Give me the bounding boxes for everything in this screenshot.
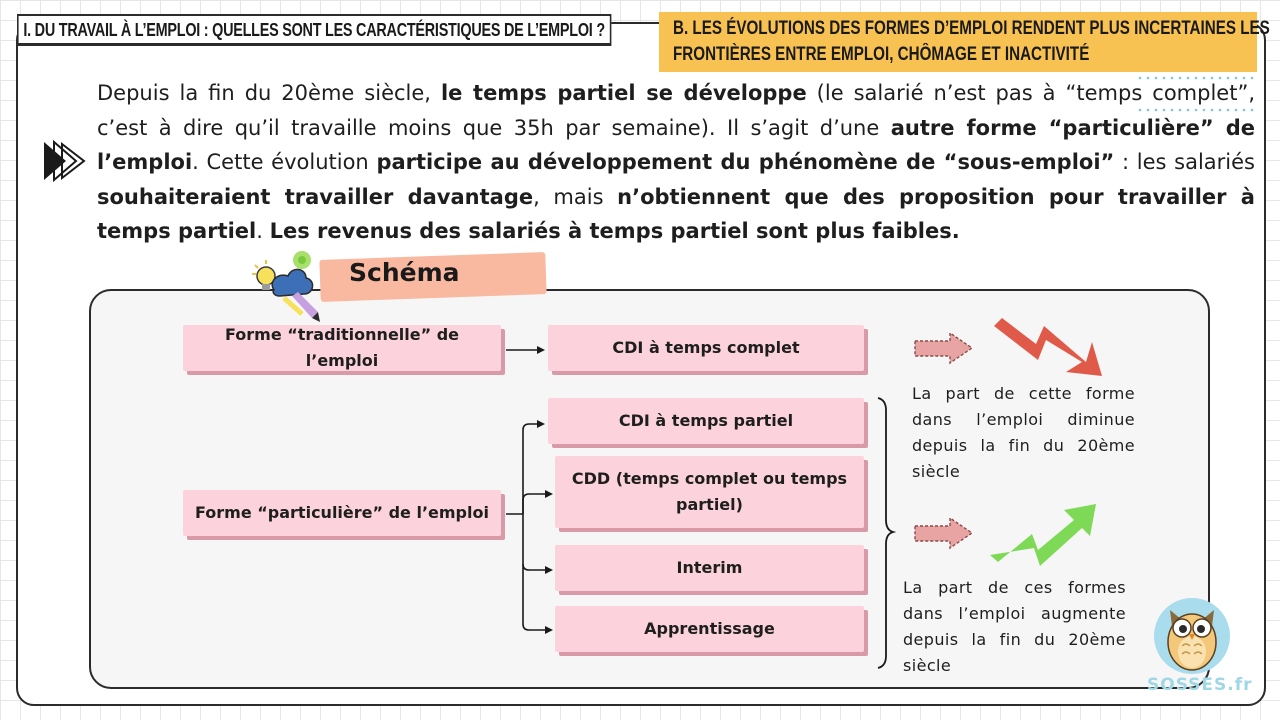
- node-particular-form: Forme “particulière” de l’emploi: [183, 490, 501, 536]
- trend-up-arrow-icon: [990, 504, 1096, 566]
- connector-arrow-cdi-part: [523, 424, 541, 514]
- increase-description: La part de ces formes dans l’emploi augm…: [903, 575, 1126, 679]
- trend-down-arrow-icon: [994, 318, 1102, 376]
- pink-arrow-icon: [915, 333, 972, 363]
- node-interim: Interim: [555, 545, 864, 591]
- node-traditional-form: Forme “traditionnelle” de l’emploi: [183, 325, 501, 371]
- node-cdd: CDD (temps complet ou temps partiel): [555, 456, 864, 528]
- node-apprentissage: Apprentissage: [555, 606, 864, 652]
- pink-arrow-icon: [915, 518, 972, 548]
- node-cdi-part-time: CDI à temps partiel: [548, 398, 864, 444]
- decrease-description: La part de cette forme dans l’emploi dim…: [912, 381, 1135, 485]
- node-cdi-full-time: CDI à temps complet: [548, 325, 864, 371]
- connector-arrow-interim: [523, 514, 549, 570]
- logo-text: SOSSES.fr: [1147, 675, 1253, 695]
- owl-logo-icon: [1150, 596, 1234, 676]
- curly-brace: [878, 398, 893, 668]
